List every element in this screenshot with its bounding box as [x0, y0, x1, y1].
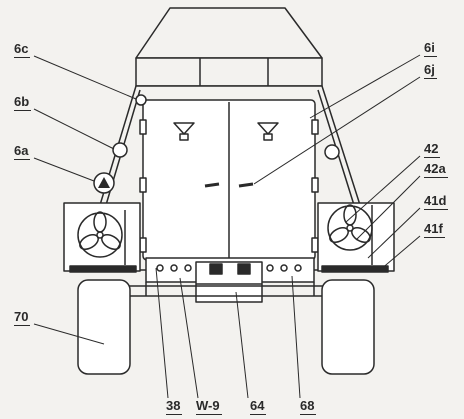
leader-42a	[355, 175, 421, 241]
callout-w9: W-9	[196, 398, 222, 415]
callout-42a: 42a	[424, 161, 448, 178]
leader-6b	[33, 108, 115, 150]
leader-42	[345, 155, 421, 223]
callout-6b: 6b	[14, 94, 32, 111]
callout-41d: 41d	[424, 193, 449, 210]
door-vision-left	[173, 122, 195, 135]
leader-70	[33, 323, 105, 345]
rear-light-left	[112, 142, 128, 158]
turret-top	[135, 7, 323, 59]
leader-41f	[379, 235, 421, 271]
leader-6j	[253, 76, 421, 185]
rear-light-right	[324, 144, 340, 160]
callout-6i: 6i	[424, 40, 437, 57]
rear-light-upper-left	[135, 94, 147, 106]
leader-38	[155, 267, 169, 399]
callout-68: 68	[300, 398, 317, 415]
turret-base	[135, 57, 323, 87]
callout-6c: 6c	[14, 41, 31, 58]
leader-64	[235, 291, 249, 399]
callout-38: 38	[166, 398, 183, 415]
callout-6a: 6a	[14, 143, 31, 160]
callout-41f: 41f	[424, 221, 445, 238]
callout-64: 64	[250, 398, 267, 415]
door-handle-left	[204, 182, 220, 188]
leader-68	[291, 275, 301, 399]
door-vision-right	[257, 122, 279, 135]
callout-70: 70	[14, 309, 31, 326]
leader-w9	[179, 277, 199, 399]
leader-6i	[309, 54, 421, 119]
callout-42: 42	[424, 141, 441, 158]
right-track	[321, 279, 375, 375]
callout-6j: 6j	[424, 62, 437, 79]
leader-6a	[33, 157, 95, 182]
leader-6c	[33, 55, 137, 100]
door-handle-right	[238, 182, 254, 188]
left-track	[77, 279, 131, 375]
fan-left	[77, 212, 123, 258]
leader-41d	[367, 207, 421, 259]
